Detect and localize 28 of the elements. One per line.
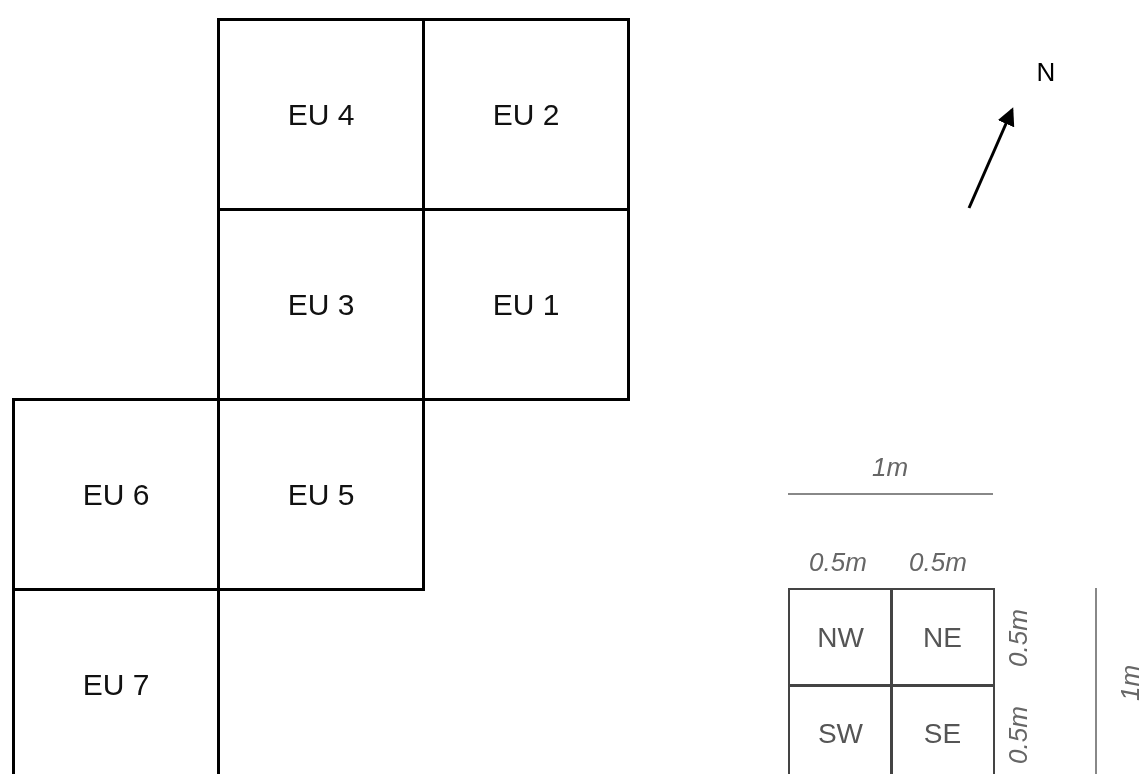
unit-label: EU 3 bbox=[287, 289, 355, 320]
quadrant bbox=[890, 684, 995, 774]
unit-label: NW bbox=[817, 624, 864, 652]
excavation-unit bbox=[422, 18, 630, 211]
unit-label: EU 2 bbox=[492, 99, 560, 130]
excavation-unit bbox=[422, 208, 630, 401]
dimension-label: 0.5m bbox=[809, 549, 867, 575]
dimension-label: 0.5m bbox=[1005, 609, 1031, 667]
unit-label: NE bbox=[923, 624, 962, 652]
dimension-label: 0.5m bbox=[1005, 706, 1031, 764]
excavation-unit bbox=[217, 398, 425, 591]
quadrant bbox=[788, 684, 893, 774]
unit-label: SE bbox=[923, 720, 962, 748]
quadrant bbox=[788, 588, 893, 687]
unit-label: SW bbox=[817, 720, 864, 748]
unit-label: EU 4 bbox=[287, 99, 355, 130]
dimension-label: 1m bbox=[1117, 664, 1143, 702]
unit-label: EU 5 bbox=[287, 479, 355, 510]
quadrant bbox=[890, 588, 995, 687]
unit-label: EU 7 bbox=[82, 669, 150, 700]
excavation-unit bbox=[217, 18, 425, 211]
unit-label: EU 1 bbox=[492, 289, 560, 320]
excavation-unit bbox=[12, 588, 220, 774]
dimension-label: 1m bbox=[871, 454, 909, 480]
unit-label: EU 6 bbox=[82, 479, 150, 510]
dimension-label: 0.5m bbox=[909, 549, 967, 575]
excavation-unit bbox=[12, 398, 220, 591]
north-label: N bbox=[1036, 59, 1056, 85]
